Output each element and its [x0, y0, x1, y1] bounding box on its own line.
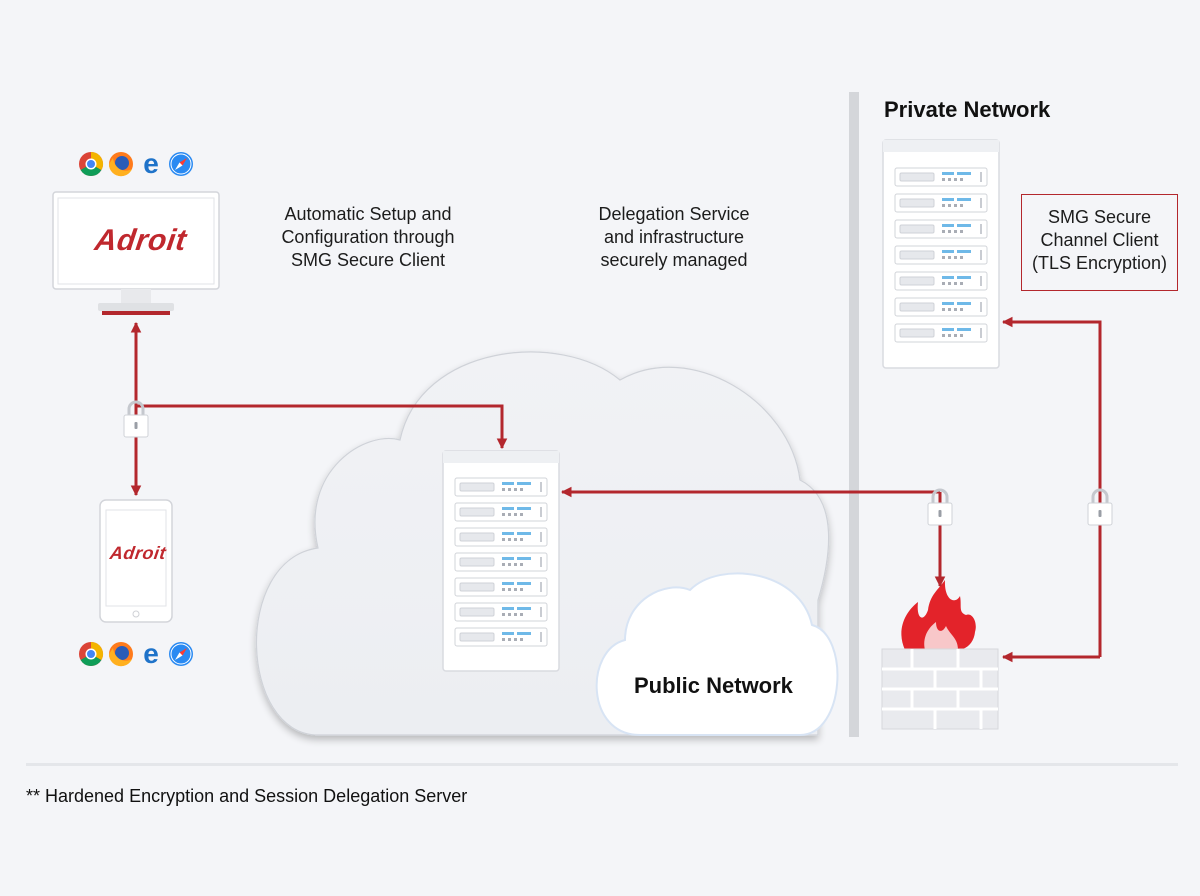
rack-unit: [894, 167, 988, 187]
delegation-label-line: securely managed: [600, 250, 748, 270]
fire-icon: [901, 580, 976, 650]
edge-icon: e: [143, 148, 159, 179]
firefox-icon: [108, 642, 133, 667]
firewall: [881, 580, 999, 730]
setup-label-line: Automatic Setup and: [284, 204, 452, 224]
delegation-label-line: Delegation Service: [598, 204, 750, 224]
delegation-label: Delegation Service and infrastructure se…: [574, 203, 774, 272]
rack-unit: [894, 193, 988, 213]
arrow-client-to-server: [136, 404, 508, 450]
firefox-icon: [108, 152, 133, 177]
rack-unit: [454, 577, 548, 597]
connection-arrows: [130, 316, 1102, 663]
browser-icons-top: e: [79, 148, 193, 179]
rack-unit: [454, 502, 548, 522]
tablet-device: [99, 499, 173, 623]
chrome-icon: [79, 152, 104, 177]
rack-unit: [454, 552, 548, 572]
setup-label-line: Configuration through: [281, 227, 455, 247]
network-divider: [849, 92, 859, 737]
adroit-logo-tablet: Adroit: [108, 543, 168, 563]
padlock-icon: [1087, 488, 1113, 526]
baseline: [26, 763, 1178, 766]
smg-client-label-line: (TLS Encryption): [1031, 253, 1168, 273]
rack-unit: [454, 477, 548, 497]
browser-icons-bottom: e: [79, 638, 193, 669]
delegation-label-line: and infrastructure: [603, 227, 745, 247]
rack-unit: [894, 271, 988, 291]
arrow-to-private-server: [1001, 316, 1102, 657]
private-server: [882, 139, 1000, 369]
padlock-icon: [927, 488, 953, 526]
safari-icon: [169, 642, 193, 666]
rack-unit: [454, 602, 548, 622]
smg-client-label-line: SMG Secure: [1047, 207, 1152, 227]
smg-client-label-line: Channel Client: [1040, 230, 1159, 250]
footnote: ** Hardened Encryption and Session Deleg…: [26, 786, 468, 806]
rack-unit: [894, 323, 988, 343]
rack-unit: [894, 297, 988, 317]
svg-text:e: e: [143, 638, 159, 669]
rack-unit: [894, 219, 988, 239]
rack-unit: [454, 627, 548, 647]
rack-unit: [894, 245, 988, 265]
edge-icon: e: [143, 638, 159, 669]
safari-icon: [169, 152, 193, 176]
svg-text:e: e: [143, 148, 159, 179]
rack-unit: [454, 527, 548, 547]
smg-client-label: SMG Secure Channel Client (TLS Encryptio…: [1022, 206, 1177, 275]
delegation-server: [442, 450, 560, 672]
setup-label-line: SMG Secure Client: [290, 250, 446, 270]
padlock-icon: [123, 400, 149, 438]
public-network-title: Public Network: [634, 673, 793, 698]
adroit-logo-monitor: Adroit: [92, 224, 189, 257]
desktop-monitor: [52, 191, 220, 315]
private-network-title: Private Network: [884, 97, 1051, 122]
chrome-icon: [79, 642, 104, 667]
smg-client-box: SMG Secure Channel Client (TLS Encryptio…: [1021, 194, 1178, 291]
setup-label: Automatic Setup and Configuration throug…: [266, 203, 470, 272]
public-network-cloud: [595, 572, 839, 736]
